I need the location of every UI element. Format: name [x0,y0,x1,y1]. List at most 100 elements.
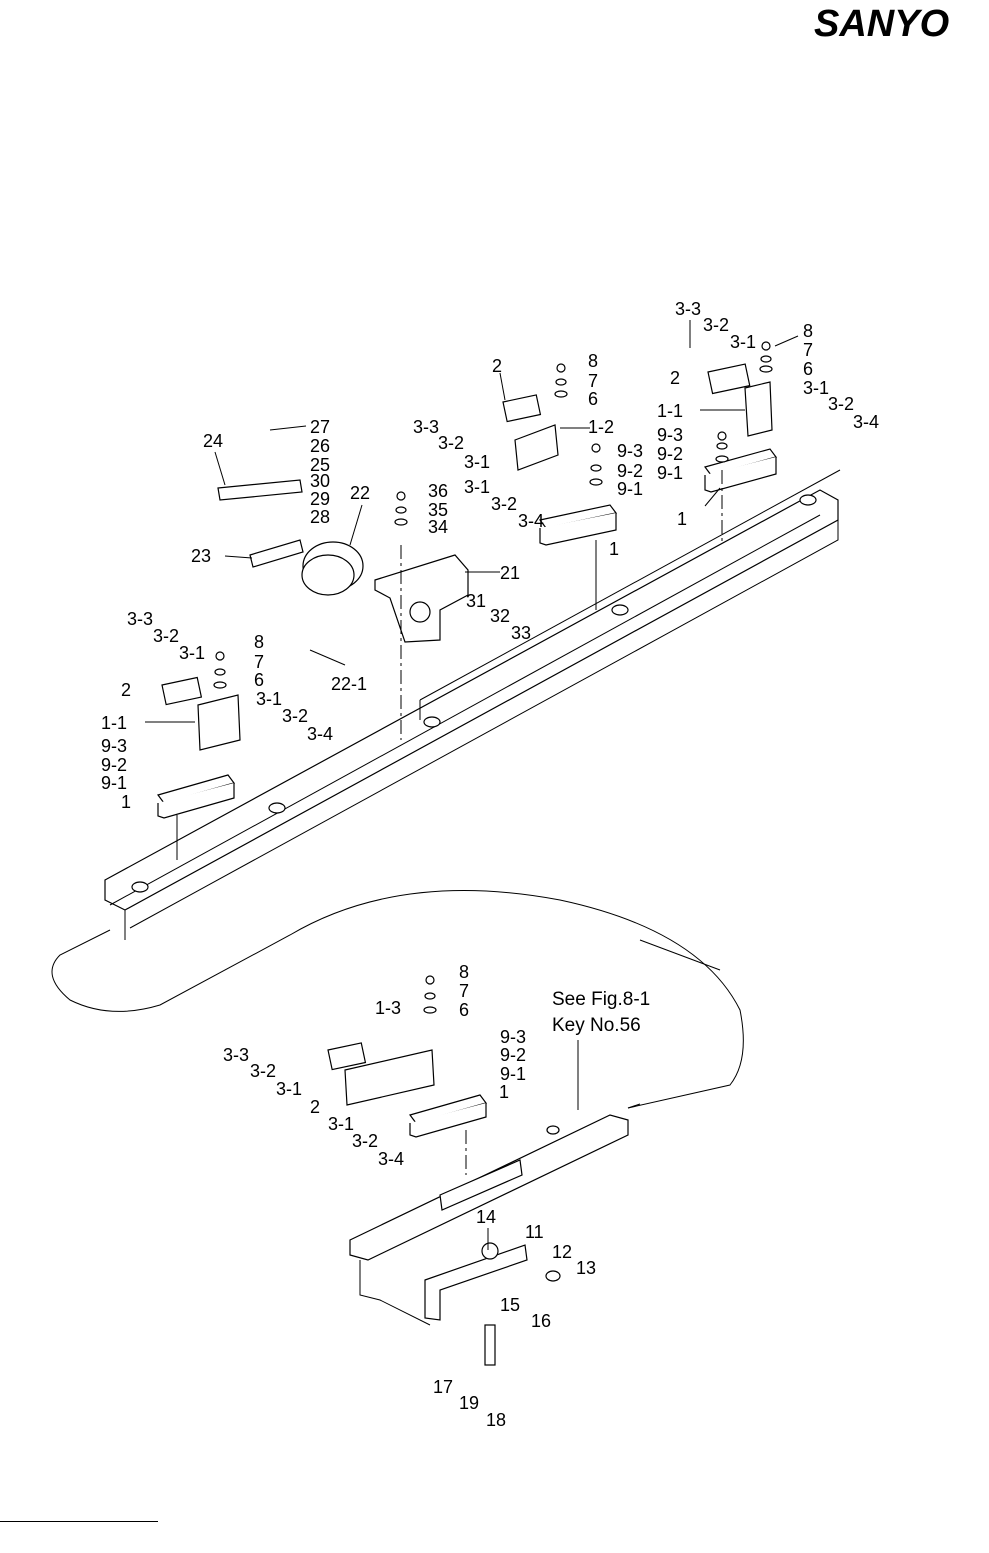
callout: 3-2 [282,706,308,726]
callout: 9-1 [657,463,683,483]
callout: 3-1 [464,452,490,472]
callout: 14 [476,1207,496,1227]
callout: 16 [531,1311,551,1331]
callout-labels: 3-3 3-2 3-1 8 7 6 2 3-1 1-1 3-2 3-4 9-3 … [101,299,879,1430]
callout: 27 [310,417,330,437]
callout: 33 [511,623,531,643]
callout: 3-2 [491,494,517,514]
callout: 3-2 [352,1131,378,1151]
callout: 8 [459,962,469,982]
callout: 25 [310,455,330,475]
sensor-assembly-top-middle [502,363,618,610]
sensor-assembly-top-right [703,341,778,545]
callout: 7 [803,340,813,360]
callout: 1 [609,539,619,559]
callout: 13 [576,1258,596,1278]
callout: 3-1 [464,477,490,497]
callout: 3-2 [703,315,729,335]
callout: 6 [803,359,813,379]
callout: 12 [552,1242,572,1262]
callout: 9-2 [500,1045,526,1065]
callout: 1 [121,792,131,812]
callout: 28 [310,507,330,527]
callout: 1-2 [588,417,614,437]
callout: 9-2 [617,461,643,481]
callout: 3-2 [250,1061,276,1081]
footer-rule [0,1521,158,1522]
callout: 1 [499,1082,509,1102]
callout: 3-3 [413,417,439,437]
callout: 30 [310,471,330,491]
callout: 6 [588,389,598,409]
callout: 2 [310,1097,320,1117]
callout: 8 [254,632,264,652]
callout: 3-3 [223,1045,249,1065]
rotary-actuator-assembly [217,479,469,740]
callout: 3-1 [179,643,205,663]
callout: 19 [459,1393,479,1413]
callout: 1-1 [657,401,683,421]
sensor-assembly-left [156,651,241,860]
callout: 34 [428,517,448,537]
detail-outline [51,890,744,1109]
callout: 3-4 [378,1149,404,1169]
callout: 7 [459,981,469,1001]
callout: 9-3 [657,425,683,445]
callout: 32 [490,606,510,626]
sensor-assembly-bottom [327,975,488,1175]
callout: 3-1 [730,332,756,352]
callout: 8 [803,321,813,341]
callout: 6 [459,1000,469,1020]
callout: 3-2 [828,394,854,414]
reference-note-line1: See Fig.8-1 [552,989,650,1010]
reference-note-line2: Key No.56 [552,1015,641,1036]
callout: 3-3 [675,299,701,319]
callout: 3-2 [153,626,179,646]
callout: 3-3 [127,609,153,629]
callout: 9-2 [657,444,683,464]
callout: 9-1 [617,479,643,499]
callout: 21 [500,563,520,583]
callout: 3-1 [803,378,829,398]
callout: 7 [588,371,598,391]
callout: 23 [191,546,211,566]
callout: 9-3 [617,441,643,461]
callout: 36 [428,481,448,501]
callout: 9-1 [101,773,127,793]
callout: 3-1 [328,1114,354,1134]
callout: 18 [486,1410,506,1430]
callout: 11 [525,1222,544,1242]
callout: 24 [203,431,223,451]
callout: 15 [500,1295,520,1315]
callout: 1 [677,509,687,529]
sanyo-logo: SANYO [814,3,949,44]
callout: 3-1 [276,1079,302,1099]
leader-lines [145,320,799,1250]
callout: 7 [254,652,264,672]
callout: 6 [254,670,264,690]
callout: 1-1 [101,713,127,733]
callout: 3-4 [853,412,879,432]
callout: 31 [466,591,486,611]
callout: 29 [310,489,330,509]
callout: 3-4 [307,724,333,744]
callout: 8 [588,351,598,371]
callout: 3-1 [256,689,282,709]
callout: 22 [350,483,370,503]
lower-rail-section [349,1114,629,1366]
callout: 2 [670,368,680,388]
callout: 1-3 [375,998,401,1018]
callout: 3-4 [518,511,544,531]
callout: 35 [428,500,448,520]
callout: 22-1 [331,674,367,694]
callout: 9-2 [101,755,127,775]
callout: 26 [310,436,330,456]
callout: 2 [492,356,502,376]
callout: 9-3 [101,736,127,756]
callout: 3-2 [438,433,464,453]
callout: 9-3 [500,1027,526,1047]
callout: 2 [121,680,131,700]
logo-text: SANYO [814,3,949,44]
